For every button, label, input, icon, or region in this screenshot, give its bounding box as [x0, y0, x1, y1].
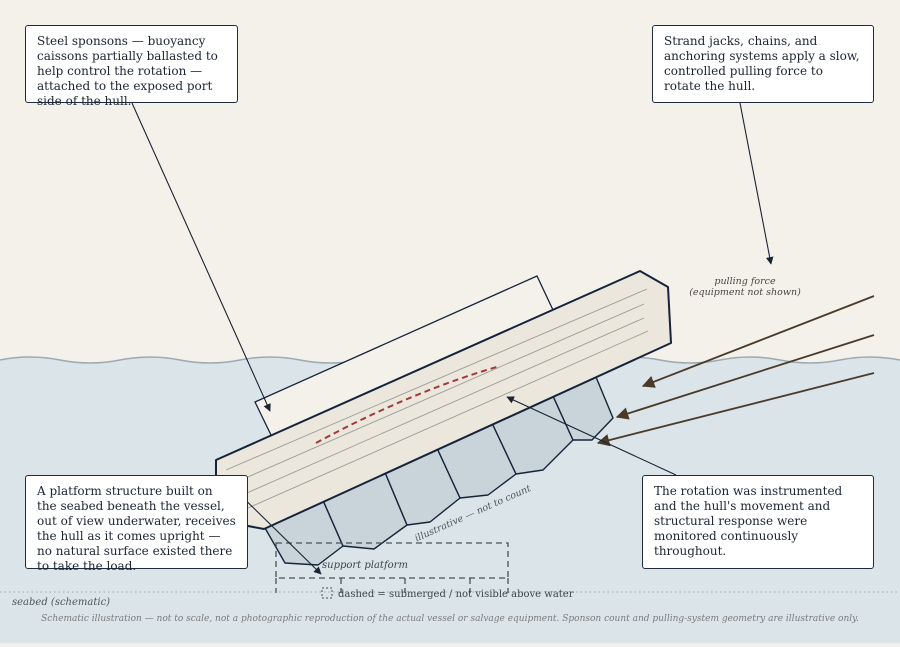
pulling-force-note: (equipment not shown): [689, 287, 801, 298]
pulling-force-label: pulling force: [714, 276, 776, 287]
leader-sponsons: [131, 102, 271, 412]
callout-monitoring: The rotation was instrumented and the hu…: [642, 475, 874, 569]
leader-monitoring: [506, 396, 677, 476]
pulling-force-arrow: [615, 334, 875, 420]
sponson-group: [264, 376, 614, 566]
callout-sponsons: Steel sponsons — buoyancy caissons parti…: [25, 25, 238, 108]
leader-jacks: [739, 102, 774, 265]
legend-dashed-swatch: [321, 587, 333, 599]
pulling-force-arrow: [596, 372, 875, 447]
leader-lines: [131, 102, 774, 575]
footer-note: Schematic illustration — not to scale, n…: [41, 614, 859, 624]
pulling-force-arrow: [641, 295, 875, 388]
hull-deck-lines: [225, 288, 649, 509]
support-platform: [275, 542, 509, 593]
legend-dashed-label: dashed = submerged / not visible above w…: [338, 589, 574, 600]
support-platform-label: support platform: [322, 560, 408, 571]
callout-platform: A platform structure built on the seabed…: [25, 475, 248, 573]
hull-waterline-dashed: [315, 365, 501, 444]
pulling-force-arrows: [596, 295, 875, 447]
seabed-label: seabed (schematic): [12, 597, 110, 608]
callout-jacks: Strand jacks, chains, and anchoring syst…: [652, 25, 874, 103]
